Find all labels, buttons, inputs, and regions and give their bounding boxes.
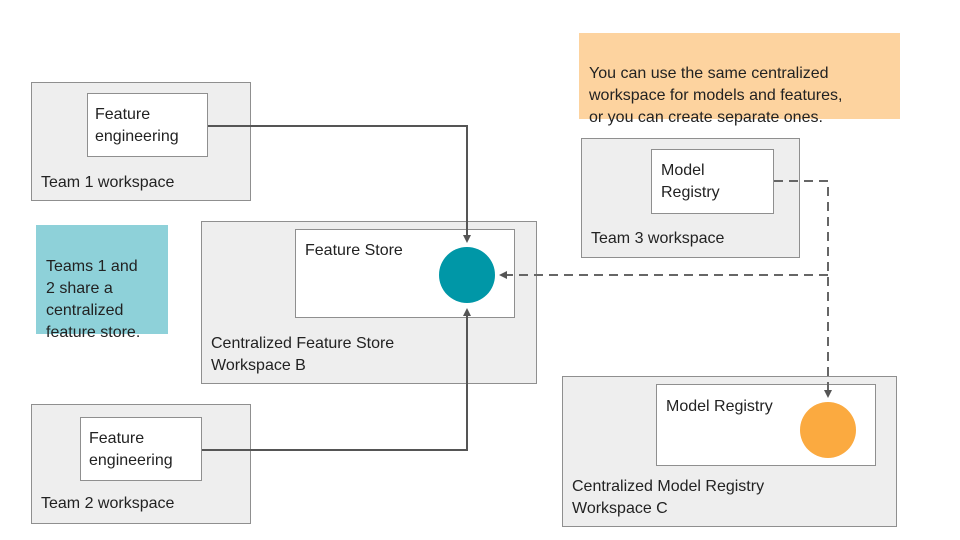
team2-workspace-label: Team 2 workspace	[41, 495, 175, 512]
model-registry-workspace-label: Centralized Model Registry Workspace C	[572, 478, 765, 517]
team2-feature-engineering-box	[80, 417, 202, 481]
shared-store-note-text: Teams 1 and 2 share a centralized featur…	[46, 258, 141, 341]
model-registry-dot	[800, 402, 856, 458]
team1-to-feature-store-arrow	[208, 125, 471, 243]
separate-workspaces-note-text: You can use the same centralized workspa…	[589, 65, 843, 126]
feature-store-dot	[439, 247, 495, 303]
shared-store-note: Teams 1 and 2 share a centralized featur…	[36, 225, 168, 341]
team3-model-registry-label: Model Registry	[661, 162, 720, 201]
feature-store-label: Feature Store	[305, 242, 403, 259]
separate-workspaces-note: You can use the same centralized workspa…	[579, 33, 900, 126]
team3-model-registry-box	[651, 149, 774, 214]
team1-feature-engineering-box	[87, 93, 208, 157]
feature-store-workspace-label: Centralized Feature Store Workspace B	[211, 335, 395, 374]
team1-workspace-label: Team 1 workspace	[41, 174, 175, 191]
team2-to-feature-store-arrow	[202, 308, 471, 451]
team2-feature-engineering-label: Feature engineering	[89, 430, 173, 469]
team3-workspace-label: Team 3 workspace	[591, 230, 725, 247]
team1-feature-engineering-label: Feature engineering	[95, 106, 179, 145]
model-registry-label: Model Registry	[666, 398, 773, 415]
team3-to-model-registry-arrow	[774, 180, 832, 398]
